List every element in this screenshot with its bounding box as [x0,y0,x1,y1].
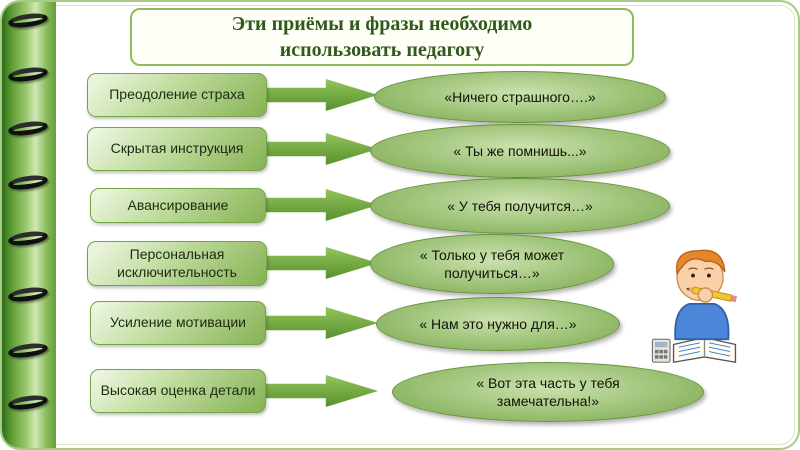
technique-label: Усиление мотивации [90,301,266,345]
technique-label-text: Усиление мотивации [109,314,247,331]
technique-label: Преодоление страха [87,73,267,117]
technique-label: Скрытая инструкция [87,127,267,171]
technique-label-text: Высокая оценка детали [100,382,256,399]
spiral-ring-icon [7,393,49,412]
spiral-ring-icon [7,11,49,30]
spiral-ring-icon [7,119,49,138]
technique-label: Высокая оценка детали [90,369,266,413]
spiral-ring-icon [7,285,49,304]
phrase-text: « Вот эта часть у тебя замечательна!» [476,374,620,409]
arrow-right-icon [262,307,378,339]
phrase-ellipse: « У тебя получится…» [370,178,670,234]
technique-label: Персональная исключительность [87,241,267,286]
technique-label-text: Скрытая инструкция [110,140,244,157]
phrase-text: « Ты же помнишь...» [453,142,587,159]
arrow-right-icon [262,79,378,111]
phrase-ellipse: « Вот эта часть у тебя замечательна!» [392,362,704,422]
phrase-text: « Только у тебя может получиться…» [419,246,565,281]
technique-label-text: Преодоление страха [109,86,245,103]
title-line-2: использовать педагогу [279,39,485,61]
notebook-spine [2,2,56,448]
thinking-student-icon [651,249,738,364]
phrase-ellipse: «Ничего страшного….» [374,71,666,123]
technique-label: Авансирование [90,188,266,223]
technique-label-text: Персональная исключительность [117,246,237,280]
phrase-text: « У тебя получится…» [447,197,593,214]
phrase-ellipse: « Ты же помнишь...» [370,124,670,178]
phrase-text: «Ничего страшного….» [444,88,596,105]
arrow-right-icon [262,247,378,279]
spiral-ring-icon [7,229,49,248]
title-line-1: Эти приёмы и фразы необходимо [231,13,533,35]
arrow-right-icon [262,133,378,165]
technique-label-text: Авансирование [127,196,229,213]
phrase-text: « Нам это нужно для…» [419,315,577,332]
phrase-ellipse: « Нам это нужно для…» [376,297,620,351]
spiral-ring-icon [7,173,49,192]
phrase-ellipse: « Только у тебя может получиться…» [370,234,614,294]
title-box: Эти приёмы и фразы необходимо использова… [130,8,634,66]
spiral-ring-icon [7,341,49,360]
student-clipart [647,240,762,378]
arrow-right-icon [262,375,378,407]
arrow-right-icon [262,189,378,221]
spiral-ring-icon [7,65,49,84]
